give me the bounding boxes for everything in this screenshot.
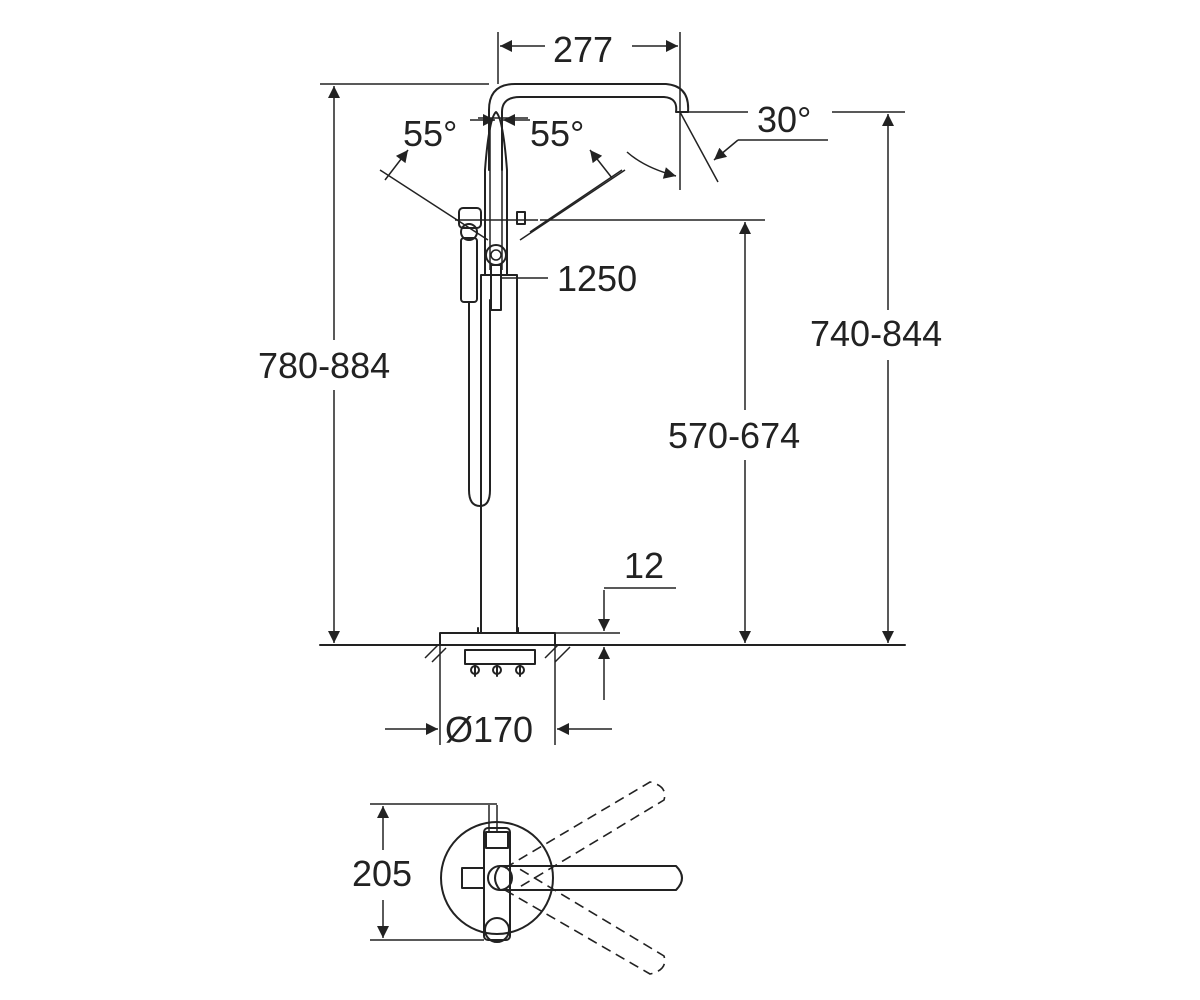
hand-shower bbox=[460, 237, 478, 303]
top-view: 205 bbox=[352, 781, 683, 975]
handle-top bbox=[494, 865, 683, 891]
base-thickness-label: 12 bbox=[624, 545, 664, 586]
handle-angle-right-label: 55° bbox=[530, 113, 584, 154]
side-view: 55° 55° 30° 277 780-884 740-844 570-674 … bbox=[258, 29, 942, 750]
handle-angle-line-left bbox=[379, 169, 489, 241]
mixer-body bbox=[484, 111, 508, 276]
base-diameter-label: Ø170 bbox=[445, 709, 533, 750]
hose-length-label: 1250 bbox=[557, 258, 637, 299]
outlet-height-label: 740-844 bbox=[810, 313, 942, 354]
top-view-depth-label: 205 bbox=[352, 853, 412, 894]
handle-swing-dashed bbox=[504, 781, 666, 975]
spout-angle-label: 30° bbox=[757, 99, 811, 140]
mounting-assembly bbox=[464, 649, 536, 665]
handle-angle-left-label: 55° bbox=[403, 113, 457, 154]
riser-column bbox=[480, 274, 518, 634]
floor-hatch bbox=[424, 644, 571, 663]
shower-hose bbox=[468, 299, 491, 507]
spout-angle-line bbox=[679, 111, 719, 183]
handle-hub bbox=[485, 244, 507, 266]
base-plate bbox=[439, 632, 556, 646]
handle-height-label: 570-674 bbox=[668, 415, 800, 456]
handle-angle-line-right bbox=[519, 169, 626, 241]
angle-arrow-right bbox=[589, 149, 613, 179]
angle-arrow-left bbox=[384, 149, 409, 181]
spout bbox=[488, 83, 690, 171]
spout-reach-label: 277 bbox=[553, 29, 613, 70]
total-height-label: 780-884 bbox=[258, 345, 390, 386]
